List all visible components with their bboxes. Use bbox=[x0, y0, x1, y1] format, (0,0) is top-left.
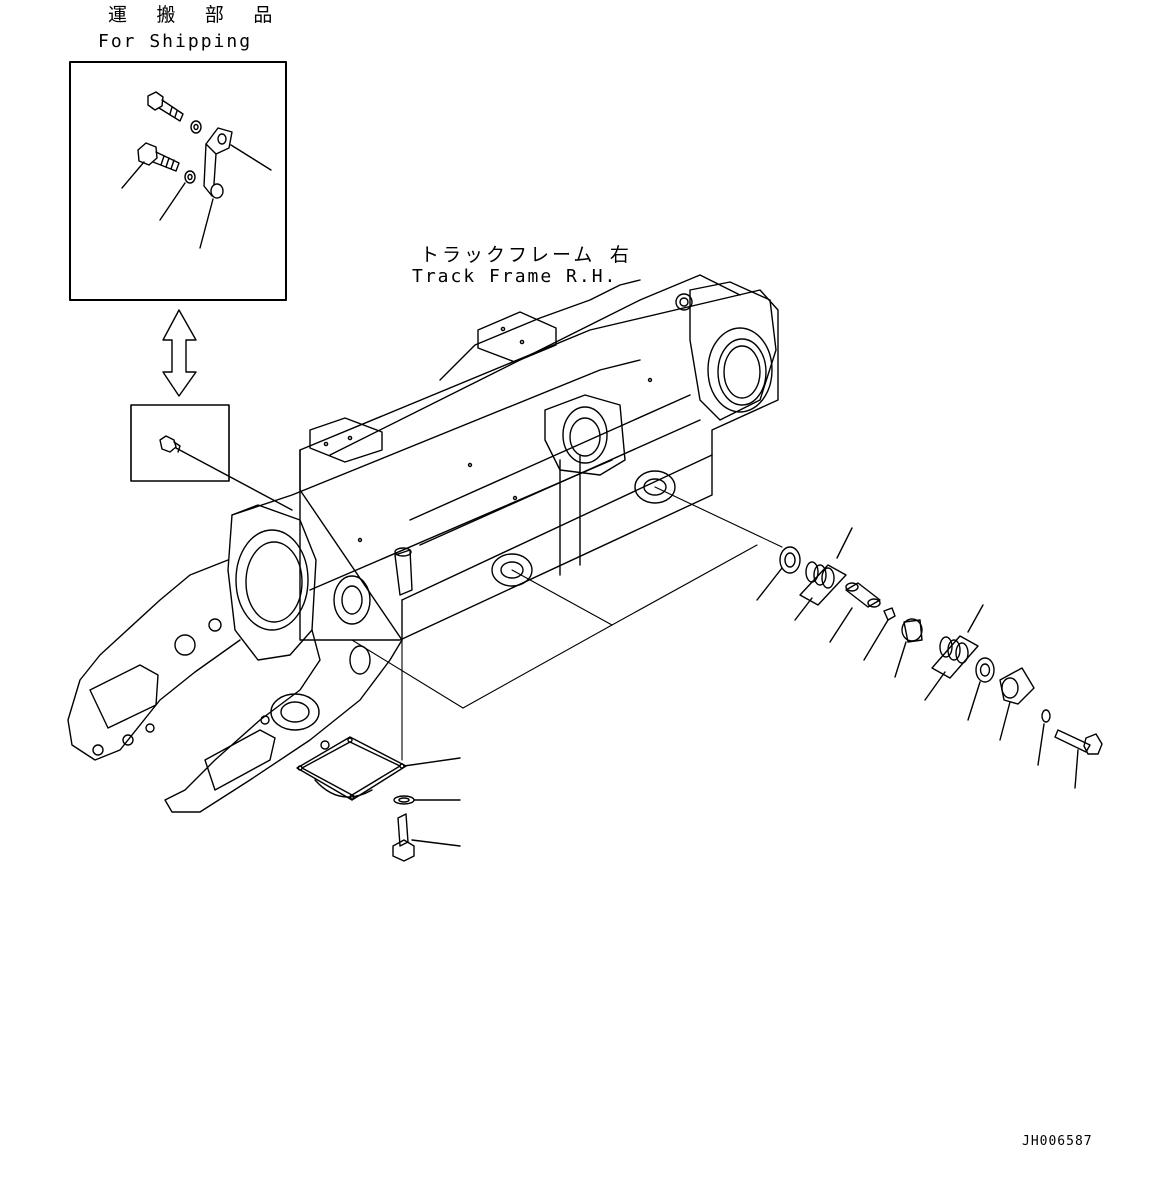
shipping-parts-box bbox=[70, 62, 286, 300]
sleeve-icon bbox=[902, 619, 922, 642]
bottom-washer-icon bbox=[394, 796, 414, 804]
fitting-icon bbox=[884, 608, 895, 620]
shipping-title-jp: 運 搬 部 品 bbox=[108, 4, 282, 26]
hex-bolt-icon bbox=[1055, 730, 1102, 754]
o-ring-set-icon bbox=[800, 528, 852, 605]
plug-icon bbox=[160, 436, 180, 452]
cover-plate-icon bbox=[1000, 668, 1034, 704]
detail-box bbox=[131, 405, 292, 510]
bottom-cover-parts bbox=[297, 737, 460, 861]
bottom-cover-icon bbox=[297, 737, 406, 800]
shipping-washer-upper-icon bbox=[191, 121, 201, 133]
drawing-number: JH006587 bbox=[1022, 1134, 1093, 1149]
seal-ring-2-icon bbox=[976, 658, 994, 682]
bushing-icon bbox=[846, 583, 880, 607]
shipping-bolt-upper-icon bbox=[148, 92, 183, 121]
track-frame-label-en: Track Frame R.H. bbox=[412, 266, 618, 287]
shipping-title-en: For Shipping bbox=[98, 31, 253, 52]
assembly-leader-lines bbox=[352, 487, 782, 760]
o-ring-set-2-icon bbox=[932, 605, 983, 678]
track-frame-label-jp: トラックフレーム 右 bbox=[420, 244, 632, 266]
track-frame-illustration bbox=[68, 275, 778, 812]
shipping-hex-bolt-icon bbox=[138, 143, 179, 171]
bottom-bolt-icon bbox=[393, 814, 414, 861]
shipping-bracket-icon bbox=[204, 128, 232, 198]
double-arrow-icon bbox=[163, 310, 196, 396]
exploded-parts-right bbox=[757, 528, 1102, 788]
seal-ring-icon bbox=[780, 547, 800, 573]
washer-icon bbox=[1042, 710, 1050, 722]
shipping-washer-lower-icon bbox=[185, 171, 195, 183]
